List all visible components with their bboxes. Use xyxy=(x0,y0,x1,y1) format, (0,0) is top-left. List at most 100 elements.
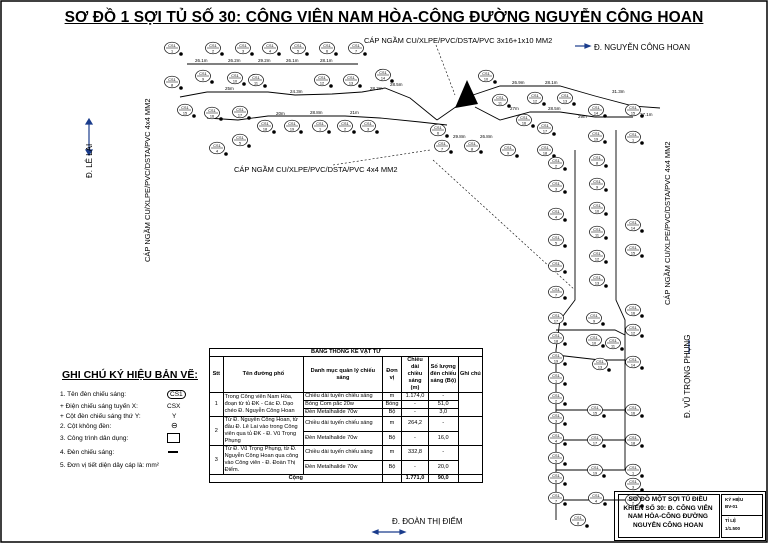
legend-row: + Điện chiếu sáng tuyến X: xyxy=(60,403,138,410)
pole-dot xyxy=(603,114,607,118)
pole-dot xyxy=(552,132,556,136)
lamp-node-tag: CS1 xyxy=(552,314,559,318)
lamp-node-tag: CS1 xyxy=(552,182,559,186)
legend-row: 2. Cột không đèn: xyxy=(60,423,112,430)
lamp-node-tag: CS1 xyxy=(574,516,581,520)
lamp-node-tag: CS1 xyxy=(629,326,636,330)
lamp-node-tag: CS1 xyxy=(504,146,511,150)
cable-segment xyxy=(435,44,456,96)
table-row: 3 Từ Đ. Vũ Trọng Phụng, từ Đ. Nguyễn Côn… xyxy=(209,445,484,475)
span-label: 28.8m xyxy=(310,110,323,115)
lamp-node-number: 17 xyxy=(554,320,558,324)
lamp-node-number: 9 xyxy=(593,320,595,324)
lamp-node-tag: CS1 xyxy=(199,72,206,76)
pole-dot xyxy=(277,52,281,56)
lamp-node-number: 12 xyxy=(595,258,599,262)
lamp-node-number: 15 xyxy=(631,112,635,116)
pole-dot xyxy=(329,84,333,88)
lamp-node-number: 3 xyxy=(242,50,244,54)
lamp-node-tag: CS1 xyxy=(552,454,559,458)
lamp-node-number: 17 xyxy=(593,442,597,446)
lamp-node-tag: CS1 xyxy=(552,394,559,398)
bom-note xyxy=(457,445,484,475)
lamp-node-number: 13 xyxy=(598,366,602,370)
cable-label-right: CÁP NGẦM CU/XLPE/PVC/DSTA/PVC 4x4 MM2 xyxy=(663,141,672,305)
lamp-node-number: 8 xyxy=(577,522,579,526)
pole-dot xyxy=(640,254,644,258)
lamp-node-number: 5 xyxy=(555,460,557,464)
pole-dot xyxy=(352,130,356,134)
lamp-node-tag: CS1 xyxy=(520,116,527,120)
lamp-node-number: 2 xyxy=(632,502,634,506)
pole-dot xyxy=(299,130,303,134)
pole-dot xyxy=(179,86,183,90)
bom-cell: - xyxy=(401,430,429,446)
title-block-name-box xyxy=(618,494,720,538)
cable-label-top: CÁP NGẦM CU/XLPE/PVC/DSTA/PVC 3x16+1x10 … xyxy=(364,36,553,45)
bom-caption: BẢNG THỐNG KÊ VẬT TƯ xyxy=(209,348,483,357)
lamp-node-tag: CS1 xyxy=(231,74,238,78)
lamp-node-number: 18 xyxy=(263,128,267,132)
lamp-node-tag: CS1 xyxy=(561,94,568,98)
lamp-node-number: 4 xyxy=(595,500,597,504)
legend-row: 4. Đèn chiếu sáng: xyxy=(60,449,115,456)
lamp-node-number: 10 xyxy=(484,78,488,82)
lamp-node-tag: CS1 xyxy=(592,494,599,498)
lamp-node-tag: CS1 xyxy=(593,156,600,160)
pole-dot xyxy=(563,296,567,300)
pole-dot xyxy=(210,80,214,84)
lamp-node-number: 18 xyxy=(554,340,558,344)
lamp-node-tag: CS1 xyxy=(496,96,503,100)
lamp-node-number: 16 xyxy=(631,312,635,316)
pole-dot xyxy=(507,104,511,108)
pole-dot xyxy=(263,84,267,88)
bom-header: Danh mục quản lý chiếu sáng xyxy=(303,356,383,393)
lamp-node-tag: CS1 xyxy=(236,108,243,112)
pole-dot xyxy=(515,154,519,158)
lamp-node-number: 1 xyxy=(555,380,557,384)
pole-dot xyxy=(601,344,605,348)
lamp-node: CS1 4 xyxy=(588,491,607,506)
legend-row: 5. Đơn vị tiết diện dây cáp là: mm² xyxy=(60,462,159,469)
lamp-node-number: 4 xyxy=(269,50,271,54)
lamp-node-number: 15 xyxy=(631,252,635,256)
pole-dot xyxy=(601,322,605,326)
lamp-node-number: 10 xyxy=(233,80,237,84)
lamp-node-number: 1 xyxy=(319,128,321,132)
lamp-node-tag: CS1 xyxy=(213,144,220,148)
bom-cell: Chiều dài tuyến chiếu sáng xyxy=(303,416,383,432)
cable-segment xyxy=(615,130,626,470)
pole-dot xyxy=(179,52,183,56)
pole-dot xyxy=(602,414,606,418)
pole-dot xyxy=(563,322,567,326)
lamp-node-number: 4 xyxy=(555,216,557,220)
bom-cell: - xyxy=(427,392,459,401)
lamp-node-number: 18 xyxy=(631,442,635,446)
pole-dot xyxy=(640,504,644,508)
lamp-node-number: 1 xyxy=(632,139,634,143)
pole-dot xyxy=(563,462,567,466)
lamp-node-number: 1 xyxy=(171,50,173,54)
bom-table: BẢNG THỐNG KÊ VẬT TƯ Stt Tên đường phố D… xyxy=(209,348,484,483)
legend-title: GHI CHÚ KÝ HIỆU BẢN VẼ: xyxy=(62,369,198,381)
lamp-node-tag: CS1 xyxy=(531,94,538,98)
pole-dot xyxy=(272,130,276,134)
